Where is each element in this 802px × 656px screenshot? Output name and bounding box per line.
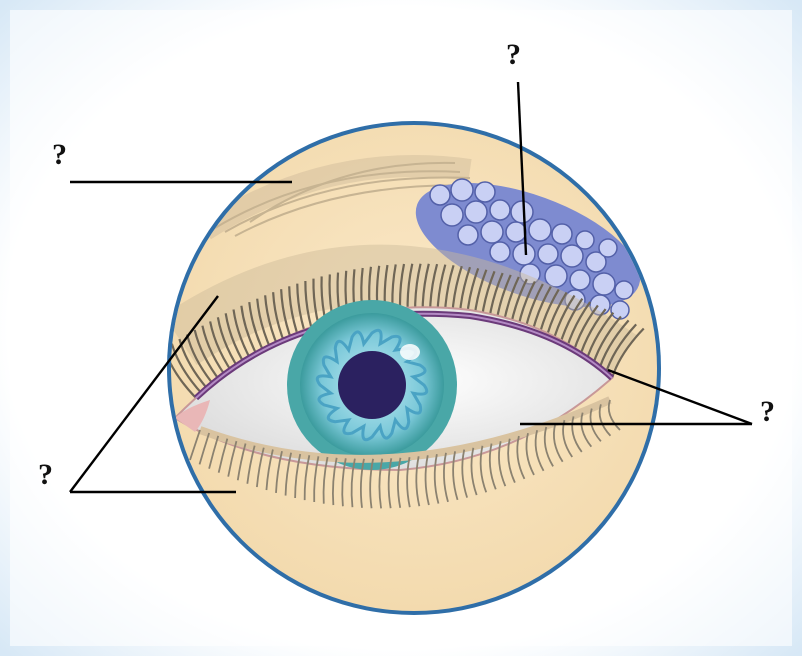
label-eyelashes: ? — [38, 460, 53, 490]
label-eyebrow: ? — [52, 140, 67, 170]
pupil — [338, 351, 406, 419]
pupil-highlight — [400, 344, 420, 360]
label-gland: ? — [506, 40, 521, 70]
label-eyelids: ? — [760, 397, 775, 427]
